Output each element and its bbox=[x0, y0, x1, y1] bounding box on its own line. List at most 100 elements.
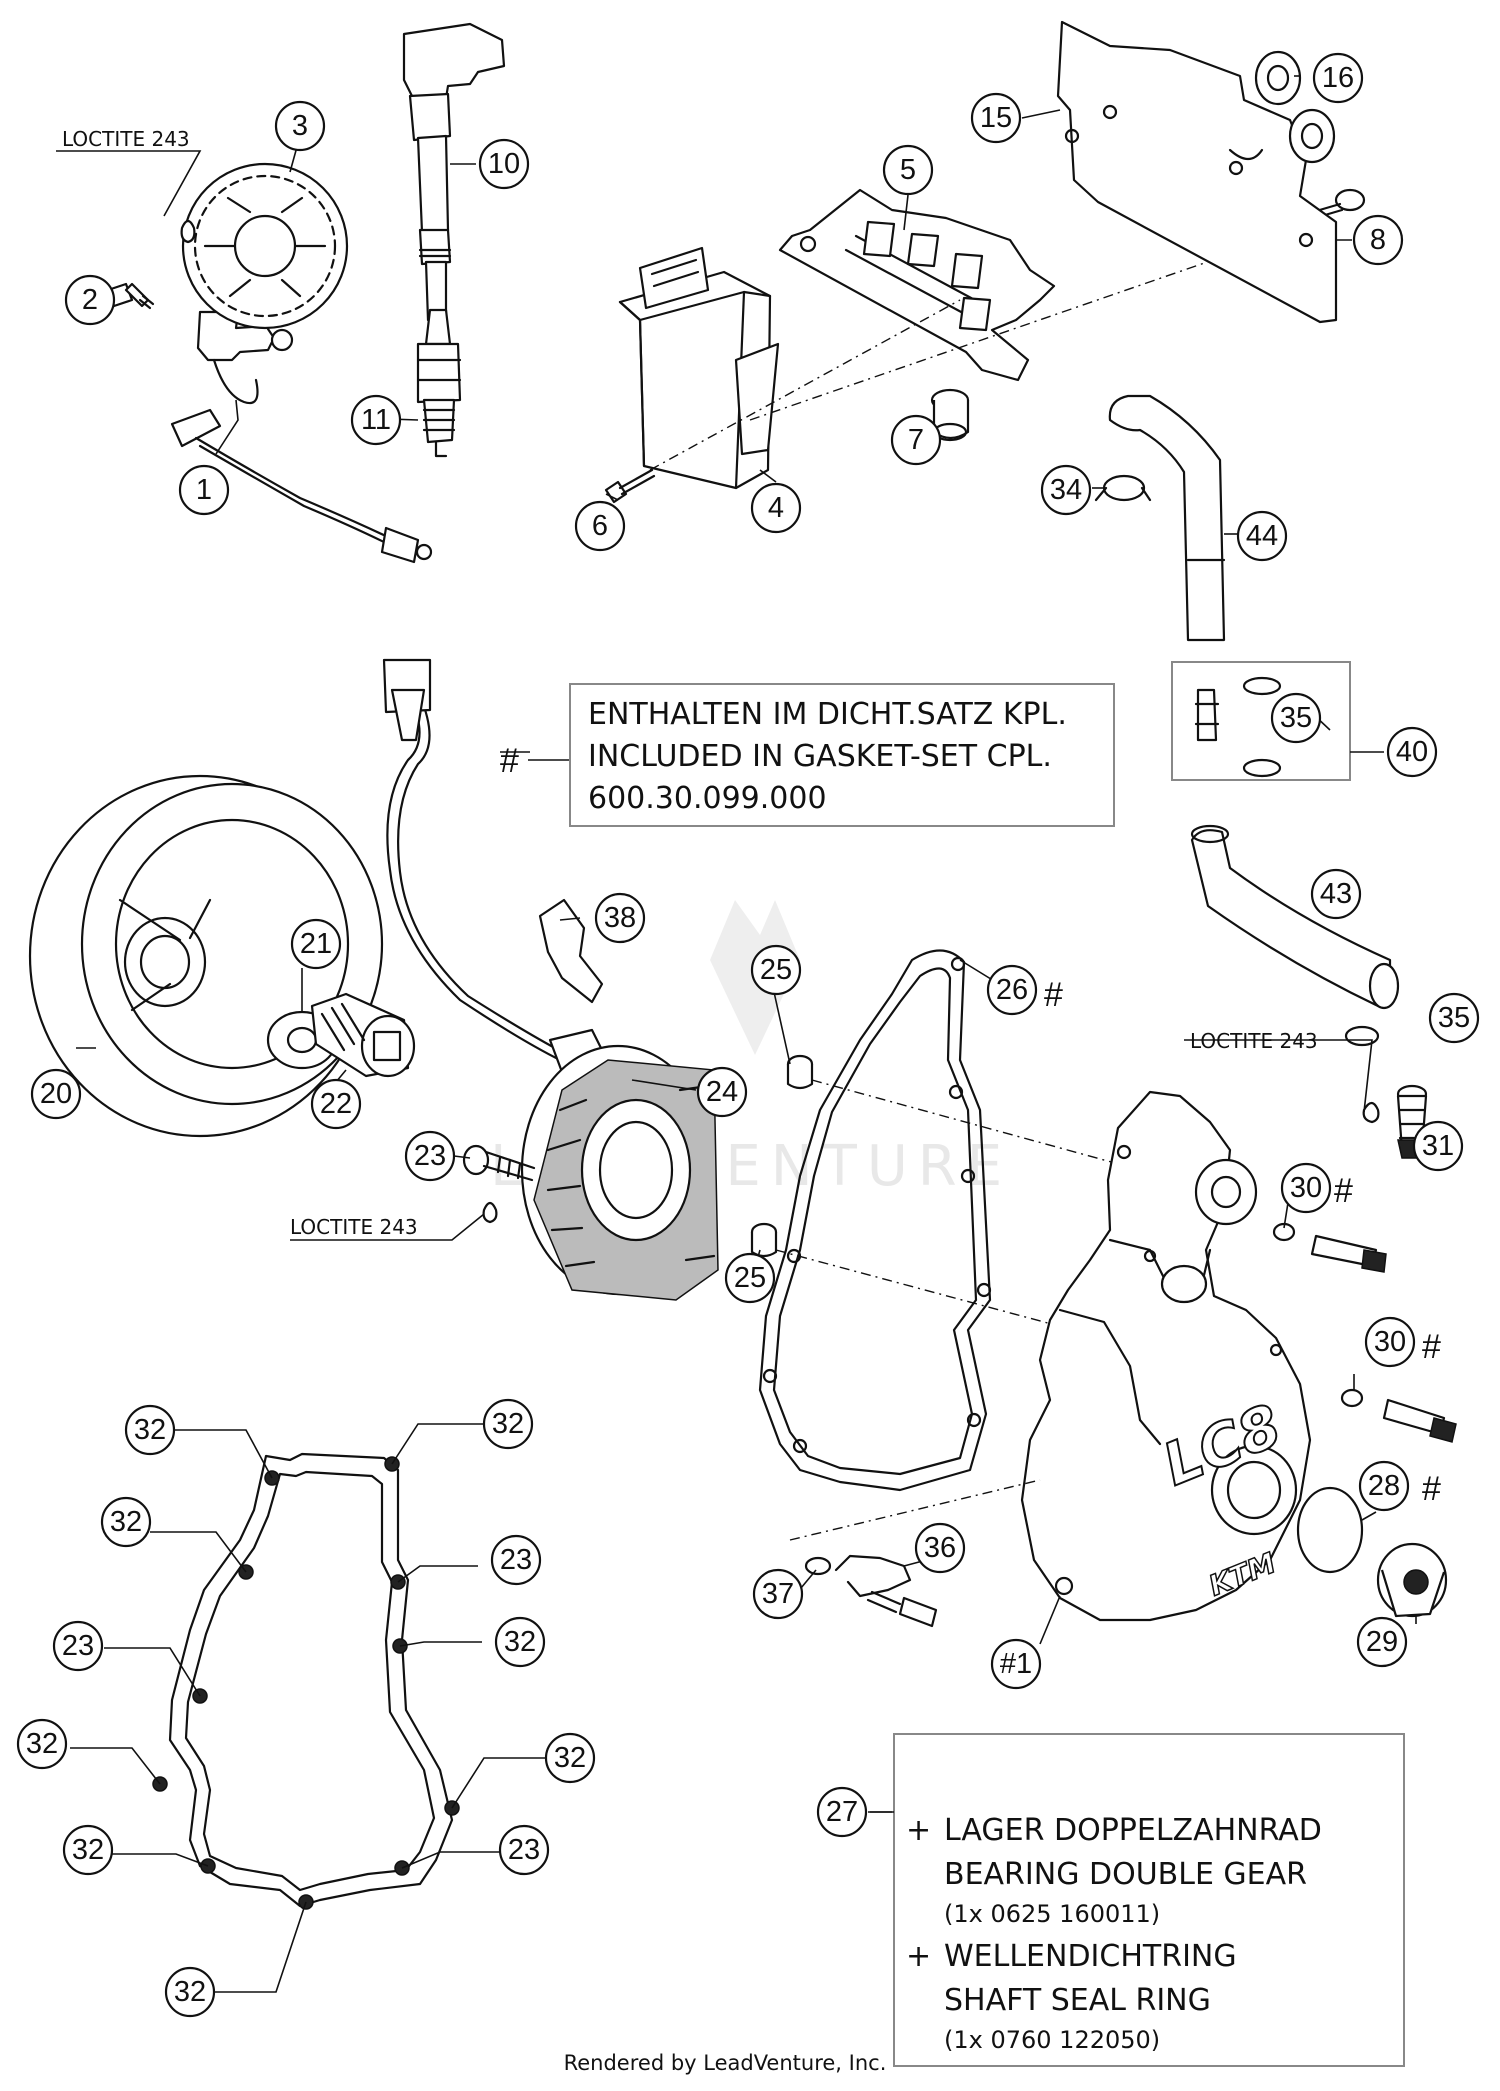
part-38-wire-grommet bbox=[538, 898, 604, 1004]
callout-2-1-text: 2 bbox=[82, 284, 98, 316]
callout-38-42-text: 38 bbox=[604, 902, 636, 934]
callout-29-22: 29 bbox=[1356, 1616, 1408, 1668]
callout-28-21: 28 bbox=[1358, 1460, 1410, 1512]
assembly-line-clip bbox=[789, 1479, 1041, 1541]
callout-32-34: 32 bbox=[62, 1824, 114, 1876]
loctite-label-right: LOCTITE 243 bbox=[1190, 1029, 1318, 1053]
hash-markers: # # # # bbox=[1044, 976, 1441, 1508]
callout-32-36: 32 bbox=[164, 1966, 216, 2018]
callout-35-38-text: 35 bbox=[1280, 702, 1312, 734]
callout-1-0-text: 1 bbox=[196, 474, 212, 506]
gasket-set-note: # ENTHALTEN IM DICHT.SATZ KPL. INCLUDED … bbox=[500, 683, 1115, 827]
callout-20-12: 20 bbox=[30, 1068, 82, 1120]
callout-16-11-text: 16 bbox=[1322, 62, 1354, 94]
callout-7-6-text: 7 bbox=[908, 424, 924, 456]
gasket-note-line3: 600.30.099.000 bbox=[588, 781, 827, 816]
kit-note-item1-de: LAGER DOPPELZAHNRAD bbox=[944, 1813, 1322, 1848]
part-16-grommets bbox=[1254, 50, 1336, 164]
callout-6-5: 6 bbox=[574, 500, 626, 552]
part-36-wire-clip bbox=[834, 1554, 938, 1628]
part-24-stator bbox=[382, 658, 719, 1301]
callout-34-37-text: 34 bbox=[1050, 474, 1082, 506]
lower-gasket-dots bbox=[152, 1456, 460, 1910]
loctite-label-stator: LOCTITE 243 bbox=[290, 1215, 418, 1239]
callout-30-24-text: 30 bbox=[1374, 1326, 1406, 1358]
hash-marker-26: # bbox=[1044, 976, 1063, 1014]
callout-22-14-text: 22 bbox=[320, 1088, 352, 1120]
callout-26-19: 26 bbox=[986, 964, 1038, 1016]
callout-34-37: 34 bbox=[1040, 464, 1092, 516]
callout-32-26: 32 bbox=[124, 1404, 176, 1456]
callout-43-44-text: 43 bbox=[1320, 878, 1352, 910]
callout-4-3: 4 bbox=[750, 482, 802, 534]
kit-note-box bbox=[893, 1733, 1405, 2067]
callout-30-24: 30 bbox=[1364, 1316, 1416, 1368]
callout-6-5-text: 6 bbox=[592, 510, 608, 542]
callout-32-34-text: 32 bbox=[72, 1834, 104, 1866]
callout-35-38: 35 bbox=[1270, 692, 1322, 744]
callout-43-44: 43 bbox=[1310, 868, 1362, 920]
callout-25-17: 25 bbox=[750, 944, 802, 996]
callout-25-18: 25 bbox=[724, 1252, 776, 1304]
callout-15-10-text: 15 bbox=[980, 102, 1012, 134]
gasket-note-line1: ENTHALTEN IM DICHT.SATZ KPL. bbox=[588, 697, 1067, 732]
callout-44-45: 44 bbox=[1236, 510, 1288, 562]
kit-note-plus-1: + bbox=[906, 1813, 931, 1848]
leader-lines bbox=[56, 75, 1421, 1993]
callout-hash1-46-text: #1 bbox=[1000, 1648, 1032, 1680]
part-28-o-ring bbox=[1296, 1486, 1364, 1574]
gasket-note-box bbox=[569, 683, 1115, 827]
callout-3-2-text: 3 bbox=[292, 110, 308, 142]
callout-hash1-46: #1 bbox=[990, 1638, 1042, 1690]
kit-note-item2-de: WELLENDICHTRING bbox=[944, 1939, 1237, 1974]
callout-5-4: 5 bbox=[882, 144, 934, 196]
callout-3-2: 3 bbox=[274, 100, 326, 152]
hash-marker-28: # bbox=[1422, 1470, 1441, 1508]
callout-16-11: 16 bbox=[1312, 52, 1364, 104]
callout-23-15: 23 bbox=[404, 1130, 456, 1182]
callout-21-13: 21 bbox=[290, 918, 342, 970]
callout-23-35: 23 bbox=[498, 1824, 550, 1876]
callout-32-27: 32 bbox=[482, 1398, 534, 1450]
callout-8-7-text: 8 bbox=[1370, 224, 1386, 256]
callout-1-0: 1 bbox=[178, 464, 230, 516]
callout-11-9: 11 bbox=[350, 394, 402, 446]
callout-32-30: 32 bbox=[494, 1616, 546, 1668]
callout-44-45-text: 44 bbox=[1246, 520, 1278, 552]
part-22-rotor-nut bbox=[310, 992, 416, 1078]
gasket-note-line2: INCLUDED IN GASKET-SET CPL. bbox=[588, 739, 1052, 774]
callout-31-25-text: 31 bbox=[1422, 1130, 1454, 1162]
callout-32-30-text: 32 bbox=[504, 1626, 536, 1658]
callout-23-31-text: 23 bbox=[62, 1630, 94, 1662]
loctite-label-top: LOCTITE 243 bbox=[62, 127, 190, 151]
callout-25-17-text: 25 bbox=[760, 954, 792, 986]
callout-32-33-text: 32 bbox=[554, 1742, 586, 1774]
callout-30-23: 30 bbox=[1280, 1162, 1332, 1214]
callout-7-6: 7 bbox=[890, 414, 942, 466]
kit-note-item1-qty: (1x 0625 160011) bbox=[944, 1900, 1160, 1928]
callout-11-9-text: 11 bbox=[361, 404, 391, 436]
callout-37-41-text: 37 bbox=[762, 1578, 794, 1610]
callout-35-39: 35 bbox=[1428, 992, 1480, 1044]
callout-32-32-text: 32 bbox=[26, 1728, 58, 1760]
callout-32-33: 32 bbox=[544, 1732, 596, 1784]
callout-32-36-text: 32 bbox=[174, 1976, 206, 2008]
part-34-hose-clamp bbox=[1094, 474, 1152, 502]
callout-36-40: 36 bbox=[914, 1522, 966, 1574]
part-10-ignition-coil bbox=[402, 22, 506, 322]
callout-32-28: 32 bbox=[100, 1496, 152, 1548]
part-1-ignition-cover: LC8 KTM bbox=[1020, 1090, 1312, 1622]
callout-26-19-text: 26 bbox=[996, 974, 1028, 1006]
kit-note-item2-qty: (1x 0760 122050) bbox=[944, 2026, 1160, 2054]
part-23-bolt bbox=[462, 1144, 536, 1182]
kit-note: + LAGER DOPPELZAHNRAD BEARING DOUBLE GEA… bbox=[868, 1733, 1405, 2067]
kit-note-plus-2: + bbox=[906, 1939, 931, 1974]
gasket-note-marker: # bbox=[500, 742, 519, 780]
callout-22-14: 22 bbox=[310, 1078, 362, 1130]
part-4-cdi-unit bbox=[618, 246, 780, 490]
callout-32-26-text: 32 bbox=[134, 1414, 166, 1446]
callout-32-32: 32 bbox=[16, 1718, 68, 1770]
callout-24-16-text: 24 bbox=[706, 1076, 738, 1108]
callout-labels: 1234567810111516202122232425252627282930… bbox=[16, 52, 1480, 2018]
